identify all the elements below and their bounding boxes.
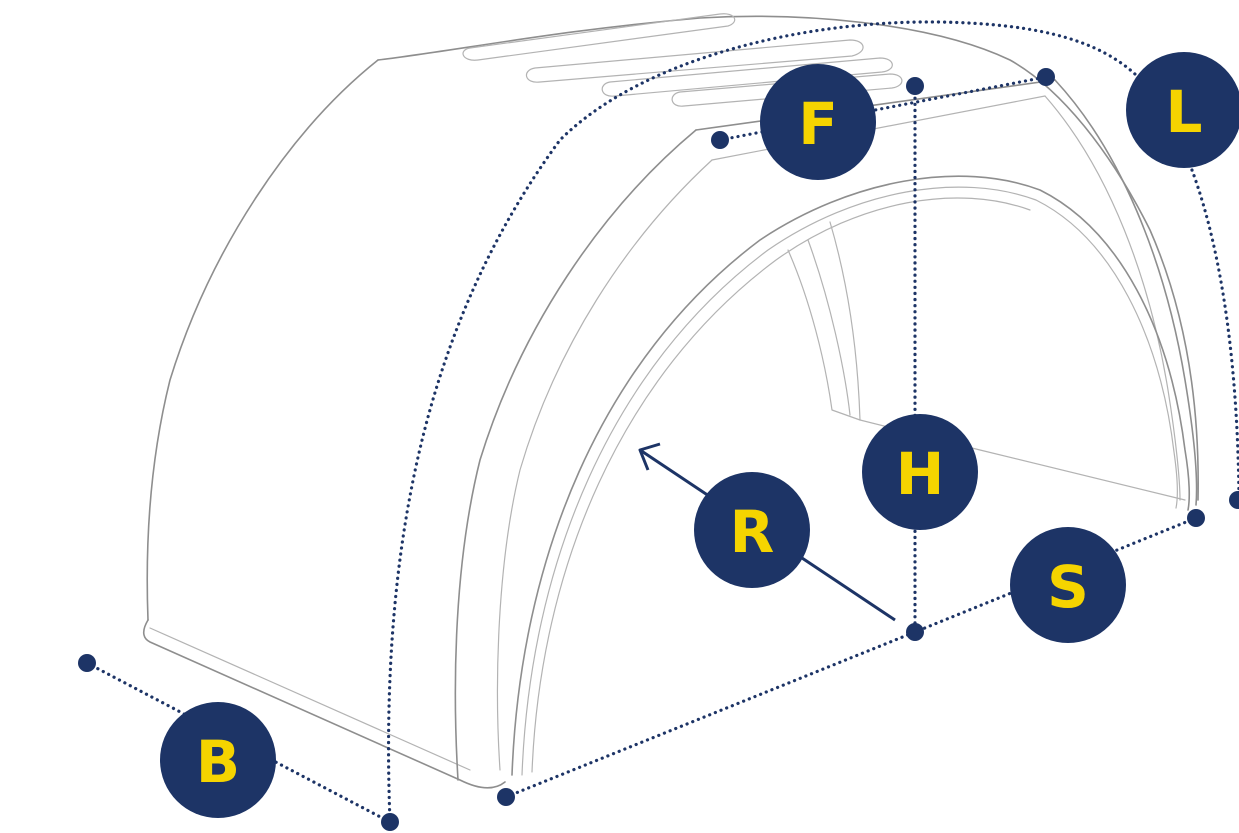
endpoint-dot [711, 131, 729, 149]
endpoint-dot [78, 654, 96, 672]
badge-f: F [760, 64, 876, 180]
endpoint-dot [906, 623, 924, 641]
endpoint-dot [906, 77, 924, 95]
endpoint-dot [1187, 509, 1205, 527]
dimension-line-l [386, 20, 1152, 824]
badge-h: H [862, 414, 978, 530]
badge-f-label: F [798, 90, 838, 158]
dimension-line-l-right [1190, 168, 1239, 502]
endpoint-dot [497, 788, 515, 806]
badge-s-label: S [1047, 553, 1089, 621]
endpoint-dot [1229, 491, 1239, 509]
radius-arrow-head [638, 442, 661, 471]
mudguard-outline [142, 13, 1199, 789]
badge-h-label: H [896, 440, 945, 508]
dimension-endpoints [78, 68, 1239, 831]
badge-r-label: R [730, 498, 775, 566]
endpoint-dot [381, 813, 399, 831]
badge-s: S [1010, 527, 1126, 643]
badge-b-label: B [196, 728, 240, 796]
badge-r: R [694, 472, 810, 588]
dimension-lines [85, 20, 1239, 824]
badge-l: L [1126, 52, 1239, 168]
badge-b: B [160, 702, 276, 818]
dimension-line-s [504, 516, 1198, 799]
endpoint-dot [1037, 68, 1055, 86]
badge-l-label: L [1166, 78, 1203, 146]
